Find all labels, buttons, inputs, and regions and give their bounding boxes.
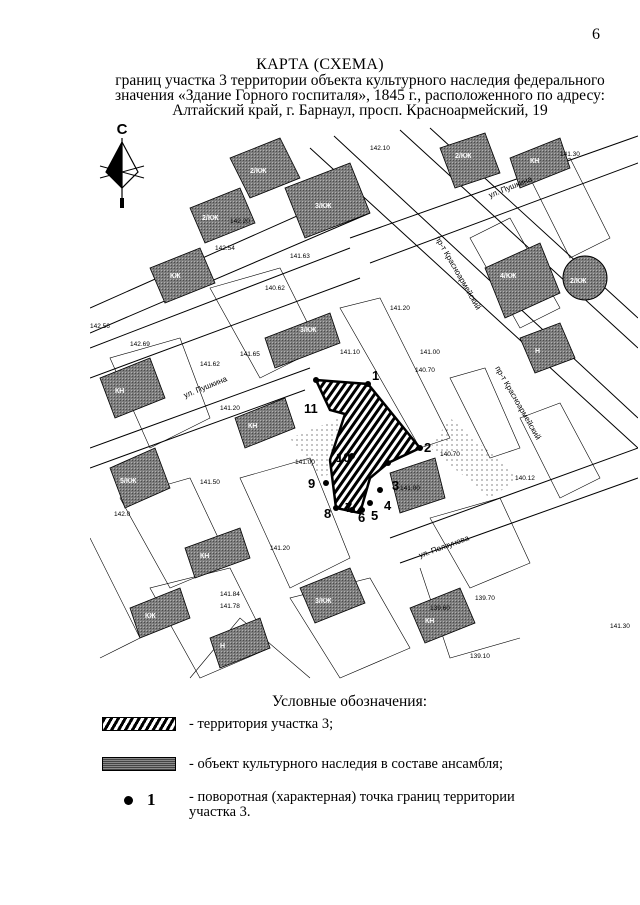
- elevation: 141.78: [220, 603, 240, 610]
- building-code: КН: [200, 553, 209, 560]
- building-code: КН: [530, 158, 539, 165]
- building-code: КН: [248, 423, 257, 430]
- elevation: 141.00: [400, 485, 420, 492]
- building-code: 2/КЖ: [202, 215, 219, 222]
- elevation: 141.84: [220, 591, 240, 598]
- elevation: 142.0: [114, 511, 131, 518]
- legend-title: Условные обозначения:: [272, 693, 428, 710]
- legend-item-text: - территория участка 3;: [189, 716, 334, 732]
- point-dot-icon: [124, 795, 133, 805]
- subtitle-line: значения «Здание Горного госпиталя», 184…: [115, 87, 605, 104]
- compass-rose: С: [92, 120, 152, 212]
- subtitle-line: границ участка 3 территории объекта куль…: [115, 72, 605, 89]
- elevation: 140.12: [515, 475, 535, 482]
- elevation: 140.62: [265, 285, 285, 292]
- point-label: 3: [392, 478, 399, 493]
- elevation: 141.30: [560, 151, 580, 158]
- elevation: 139.10: [470, 653, 490, 660]
- elevation: 141.62: [200, 361, 220, 368]
- elevation: 141.20: [270, 545, 290, 552]
- building-code: 2/КЖ: [250, 168, 267, 175]
- elevation: 142.54: [215, 245, 235, 252]
- legend-item-text: - объект культурного наследия в составе …: [189, 756, 503, 772]
- building-code: 3/КЖ: [315, 203, 332, 210]
- street-label: пр-т Красноармейский: [493, 365, 543, 442]
- document-title: КАРТА (СХЕМА): [256, 56, 384, 73]
- building-code: Н: [220, 643, 225, 650]
- elevation: 142.10: [370, 145, 390, 152]
- elevation: 141.10: [340, 349, 360, 356]
- elevation: 142.20: [230, 218, 250, 225]
- plot-3-territory: [313, 378, 422, 515]
- cadastral-map: 1 2 3 4 5 6 7 8 9 10 11 пр-т Красноармей…: [90, 118, 638, 690]
- elevation: 139.60: [430, 605, 450, 612]
- elevation: 141.20: [390, 305, 410, 312]
- building-code: КЖ: [145, 613, 156, 620]
- round-structure: [562, 255, 608, 301]
- elevation: 141.63: [290, 253, 310, 260]
- hatch-swatch-icon: [102, 717, 176, 731]
- elevation: 141.00: [420, 349, 440, 356]
- point-label: 11: [304, 401, 318, 416]
- elevation: 141.00: [295, 459, 315, 466]
- elevation: 140.70: [415, 367, 435, 374]
- point-label: 6: [358, 510, 365, 525]
- heritage-swatch-icon: [102, 757, 176, 771]
- building-code: 3/КЖ: [315, 598, 332, 605]
- elevation: 139.70: [475, 595, 495, 602]
- elevation: 142.56: [90, 323, 110, 330]
- street-label: ул. Ползунова: [418, 533, 471, 560]
- boundary-point-labels: 1 2 3 4 5 6 7 8 9 10 11: [304, 368, 431, 525]
- elevation: 142.69: [130, 341, 150, 348]
- legend-item-text: - поворотная (характерная) точка границ …: [189, 789, 515, 820]
- elevation: 140.70: [440, 451, 460, 458]
- elevation: 141.20: [220, 405, 240, 412]
- point-label: 5: [371, 508, 378, 523]
- elevation: 141.50: [200, 479, 220, 486]
- building-code-labels: 2/КЖ 3/КЖ 2/КЖ 3/КЖ КЖ КН 5/КЖ КН 4/КЖ 2…: [115, 153, 587, 650]
- boundary-points: [313, 377, 423, 513]
- point-label: 10: [336, 450, 350, 465]
- elevation: 141.65: [240, 351, 260, 358]
- point-label: 9: [308, 476, 315, 491]
- street-label: ул. Пушкина: [182, 374, 228, 400]
- building-code: 3/КЖ: [300, 327, 317, 334]
- document-subtitle: границ участка 3 территории объекта куль…: [90, 72, 630, 119]
- building-code: 2/КЖ: [455, 153, 472, 160]
- point-label: 7: [345, 500, 352, 515]
- subtitle-line: Алтайский край, г. Барнаул, просп. Красн…: [172, 102, 548, 119]
- building-blocks: [99, 132, 576, 669]
- point-label: 1: [372, 368, 379, 383]
- elevation-marks: 142.10 141.30 142.20 142.54 141.63 140.6…: [90, 145, 630, 660]
- point-key-number: 1: [147, 790, 156, 809]
- street-label: пр-т Красноармейский: [433, 235, 483, 312]
- compass-north-label: С: [117, 121, 128, 138]
- building-code: 5/КЖ: [120, 478, 137, 485]
- building-code: КН: [115, 388, 124, 395]
- point-label: 2: [424, 440, 431, 455]
- boundary-point-key: 1: [102, 790, 156, 810]
- point-label: 8: [324, 506, 331, 521]
- point-label: 4: [384, 498, 392, 513]
- building-code: Н: [535, 348, 540, 355]
- building-code: 4/КЖ: [500, 273, 517, 280]
- building-code: 2/КЖ: [570, 278, 587, 285]
- building-code: КН: [425, 618, 434, 625]
- page-number: 6: [592, 26, 600, 43]
- building-code: КЖ: [170, 273, 181, 280]
- elevation: 141.30: [610, 623, 630, 630]
